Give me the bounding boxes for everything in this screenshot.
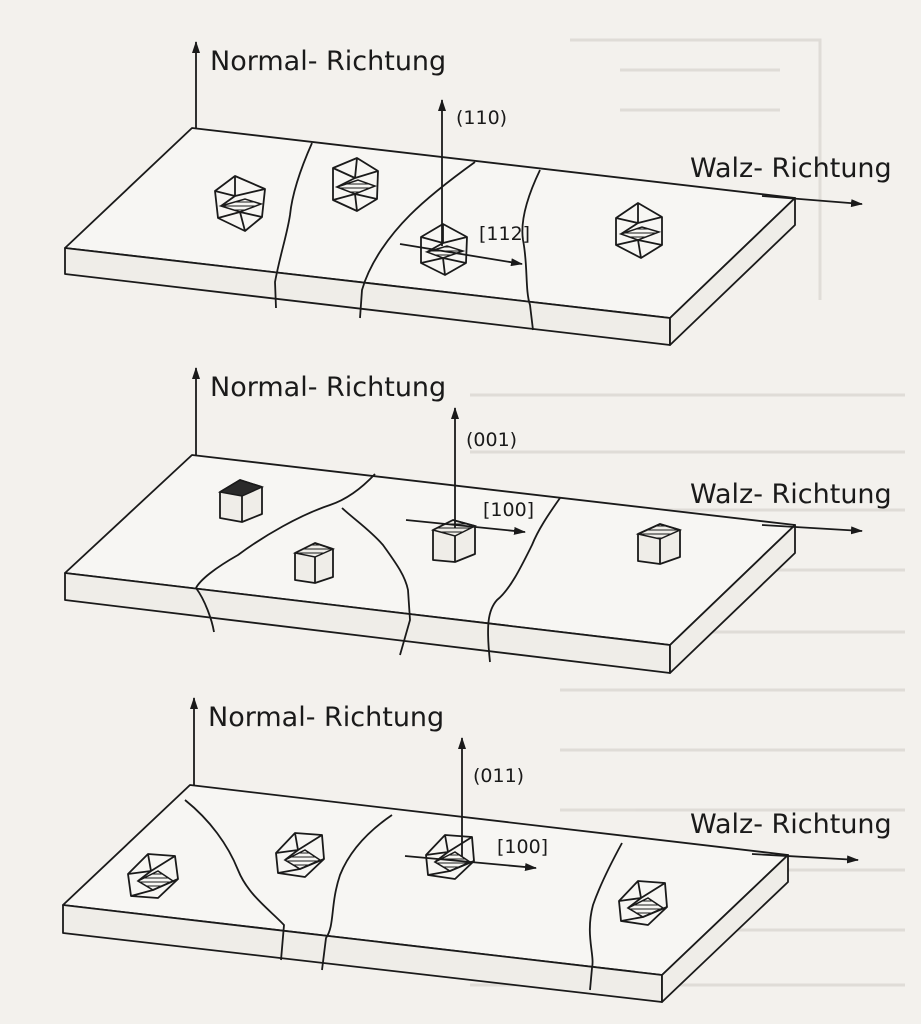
direction-arrow-3 <box>404 855 537 871</box>
sheet-1 <box>64 127 796 346</box>
cube-2d <box>635 523 683 565</box>
cube-2b <box>292 542 336 584</box>
direction-arrow-1 <box>399 243 523 267</box>
rolling-direction-label-2: Walz- Richtung <box>690 479 892 510</box>
direction-label-1: [112] <box>479 223 530 245</box>
rolling-direction-label-3: Walz- Richtung <box>690 809 892 840</box>
plane-label-1: (110) <box>456 107 507 129</box>
cube-2c <box>430 519 478 563</box>
grain-boundaries-1 <box>274 142 541 331</box>
grain-boundaries-3 <box>184 799 623 991</box>
sheet-2 <box>64 454 796 674</box>
crystal-1a <box>214 175 266 232</box>
direction-arrow-2 <box>405 519 526 535</box>
plane-label-3: (011) <box>473 765 524 787</box>
rolling-axis-3 <box>751 853 859 864</box>
normal-direction-label-2: Normal- Richtung <box>210 372 446 403</box>
crystal-3d <box>618 880 668 926</box>
sheet-3 <box>62 784 789 1003</box>
normal-direction-label-3: Normal- Richtung <box>208 702 444 733</box>
rolling-axis-2 <box>761 524 863 535</box>
panel-goss-texture-2: Normal- Richtung Walz- Richtung (011) [1… <box>62 697 892 1003</box>
crystal-1d <box>615 202 663 259</box>
rolling-direction-label-1: Walz- Richtung <box>690 153 892 184</box>
plane-label-2: (001) <box>466 429 517 451</box>
crystal-3a <box>127 853 179 899</box>
cube-2a <box>217 479 265 523</box>
crystal-3b <box>275 832 325 878</box>
crystal-1b <box>332 157 379 212</box>
panel-goss-texture: Normal- Richtung Walz- Richtung (110) [1… <box>64 41 892 346</box>
direction-label-3: [100] <box>497 836 548 858</box>
normal-direction-label-1: Normal- Richtung <box>210 46 446 77</box>
direction-label-2: [100] <box>483 499 534 521</box>
rolling-axis-1 <box>761 195 863 208</box>
panel-cube-texture: Normal- Richtung Walz- Richtung (001) [1… <box>64 367 892 674</box>
grain-boundaries-2 <box>195 473 561 663</box>
